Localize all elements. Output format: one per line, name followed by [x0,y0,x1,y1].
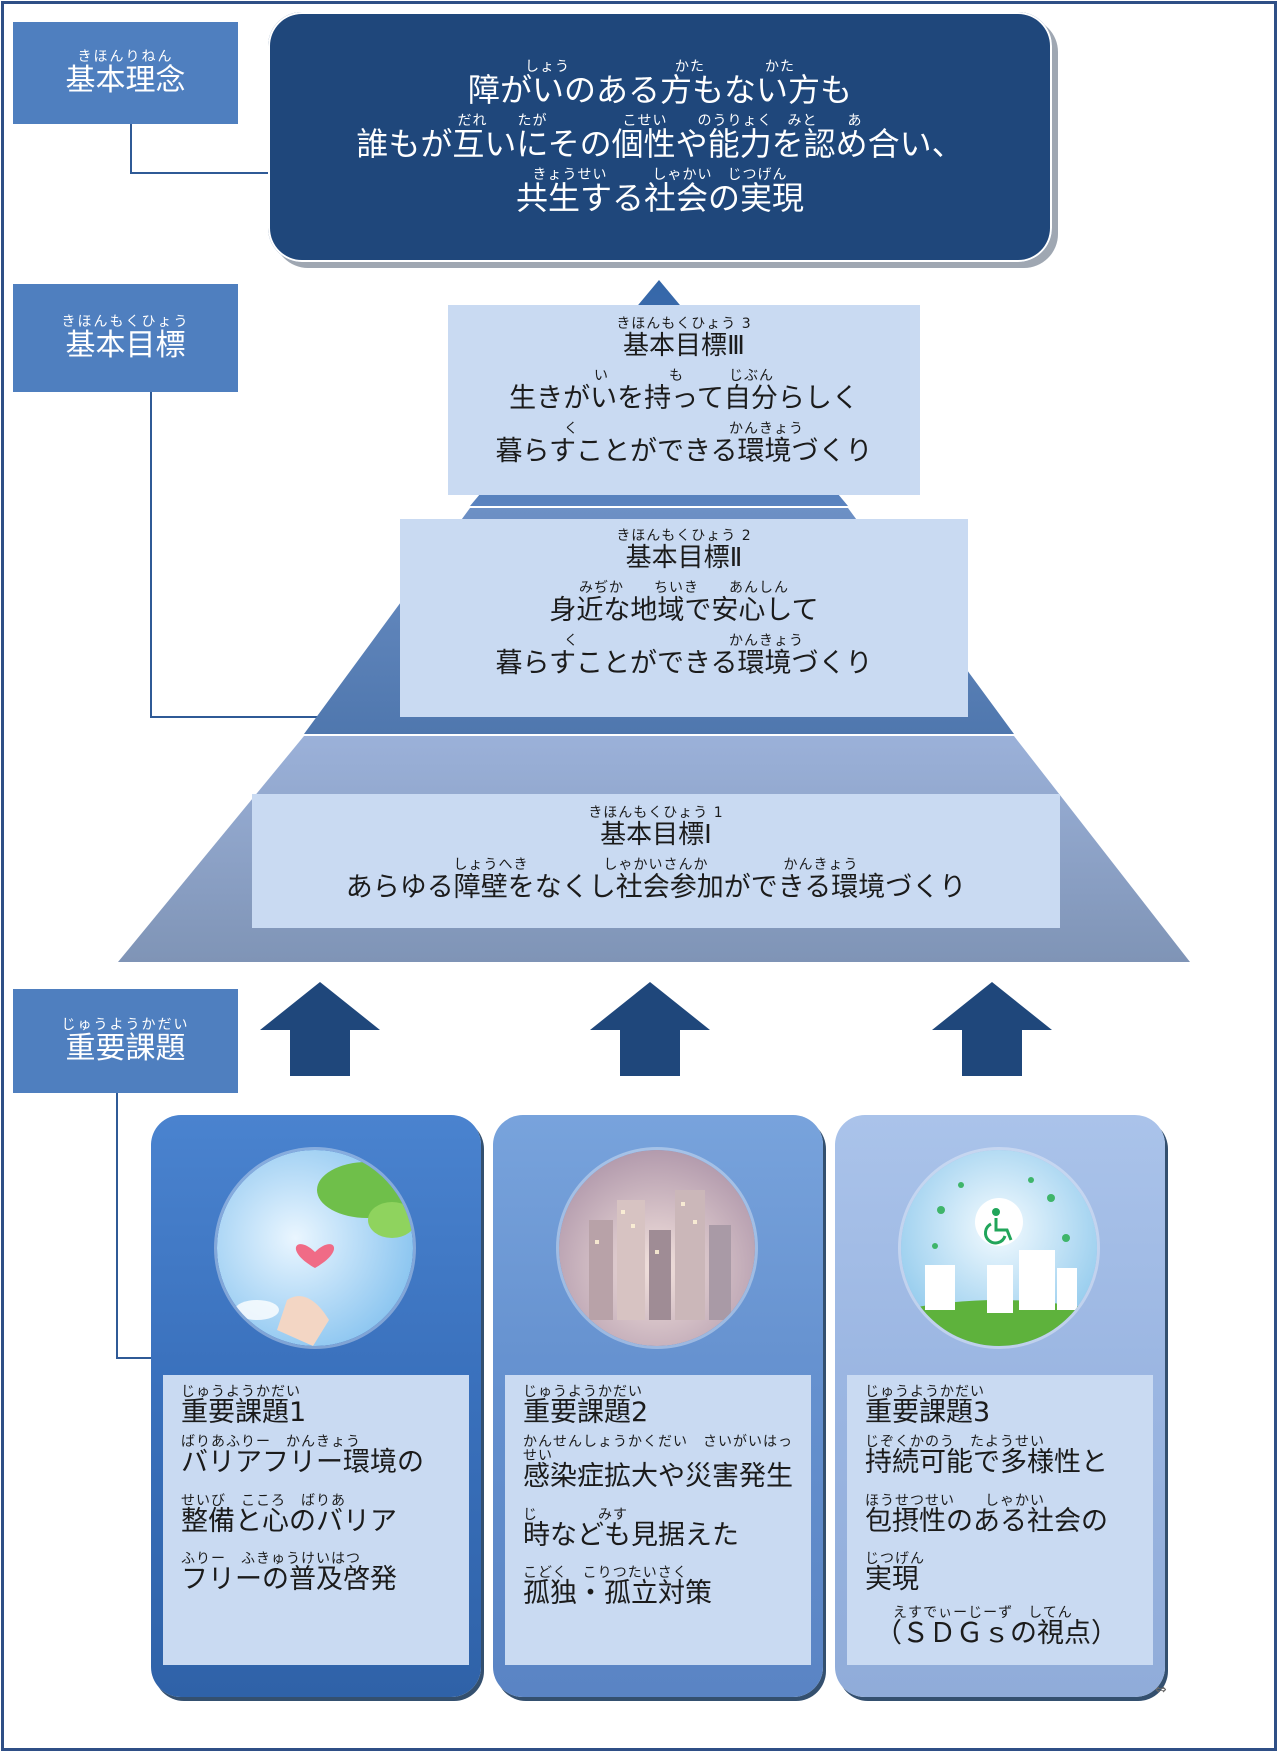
issue-card-1-text: じゅうようかだい 重要課題1 ばりあふりー かんきょう バリアフリー環境の せい… [163,1375,469,1665]
goal-3-ruby-2: く かんきょう [564,421,804,438]
vision-box: しょう かた かた 障がいのある方もない方も だれ たが こせい のうりょく み… [268,12,1052,262]
label-philosophy: きほんりねん 基本理念 [13,22,238,124]
goal-3-line-2: 暮らすことができる環境づくり [495,436,873,468]
goal-3-line-1: 生きがいを持って自分らしく [509,383,859,415]
issue-1-title: 重要課題1 [181,1397,307,1428]
label-issues: じゅうようかだい 重要課題 [13,989,238,1093]
label-issues-furigana: じゅうようかだい [61,1017,190,1033]
connector-goals [150,392,324,718]
label-philosophy-furigana: きほんりねん [77,49,174,65]
goal-2-ruby-2: く かんきょう [564,633,804,650]
issue-1-ruby-1: ばりあふりー かんきょう [181,1434,361,1451]
goal-2-furigana: きほんもくひょう 2 [616,528,752,544]
issue-2-ruby-3: こどく こりつたいさく [523,1565,688,1582]
issue-2-line-2: 時なども見据えた [523,1519,739,1551]
issue-1-line-3: フリーの普及啓発 [181,1564,397,1596]
up-arrow-2-icon [590,982,710,1076]
up-arrow-1-icon [260,982,380,1076]
issue-2-line-3: 孤独・孤立対策 [523,1578,712,1610]
label-goals-furigana: きほんもくひょう [61,314,190,330]
issue-3-ruby-1: じぞくかのう たようせい [865,1434,1045,1451]
issue-card-2-text: じゅうようかだい 重要課題2 かんせんしょうかくだい さいがいはっせい 感染症拡… [505,1375,811,1665]
goal-2-line-2: 暮らすことができる環境づくり [495,648,873,680]
issue-2-ruby-1: かんせんしょうかくだい さいがいはっせい [523,1434,793,1465]
issue-card-2: じゅうようかだい 重要課題2 かんせんしょうかくだい さいがいはっせい 感染症拡… [493,1115,823,1697]
issue-2-line-1: 感染症拡大や災害発生 [523,1461,793,1493]
label-goals: きほんもくひょう 基本目標 [13,284,238,392]
heart-hand-nature-icon [217,1150,413,1346]
label-issues-text: 重要課題 [65,1031,186,1066]
goal-2-ruby-1: みぢか ちいき あんしん [579,579,789,596]
up-arrow-3-icon [932,982,1052,1076]
vision-ruby-3: きょうせい しゃかい じつげん [532,167,788,183]
goal-2-box: きほんもくひょう 2 基本目標Ⅱ みぢか ちいき あんしん 身近な地域で安心して… [400,519,968,717]
issue-2-ruby-2: じ みす [523,1506,628,1523]
issue-3-line-4: （ＳＤＧｓの視点） [875,1618,1118,1650]
goal-2-title: 基本目標Ⅱ [625,543,743,574]
vision-ruby-2: だれ たが こせい のうりょく みと あ [457,113,863,129]
issue-3-ruby-3: じつげん [865,1551,925,1568]
goal-3-title: 基本目標Ⅲ [623,331,745,362]
goal-3-ruby-1: い も じぶん [594,367,774,384]
issue-1-line-1: バリアフリー環境の [181,1447,424,1479]
issue-2-furigana: じゅうようかだい [523,1384,643,1400]
goal-1-ruby-1: しょうへき しゃかいさんか かんきょう [453,856,859,873]
goal-3-furigana: きほんもくひょう 3 [616,316,752,332]
goal-2-line-1: 身近な地域で安心して [549,595,819,627]
issue-3-title: 重要課題3 [865,1397,991,1428]
issue-3-ruby-2: ほうせつせい しゃかい [865,1492,1045,1509]
issue-1-ruby-2: せいび こころ ばりあ [181,1492,346,1509]
issue-1-ruby-3: ふりー ふきゅうけいはつ [181,1551,361,1568]
issue-1-line-2: 整備と心のバリア [181,1505,397,1537]
vision-line-1: 障がいのある方もない方も [467,71,852,109]
vision-line-3: 共生する社会の実現 [515,179,804,217]
vision-line-2: 誰もが互いにその個性や能力を認め合い、 [356,125,964,163]
issue-card-3-text: じゅうようかだい 重要課題3 じぞくかのう たようせい 持続可能で多様性と ほう… [847,1375,1153,1665]
issue-1-furigana: じゅうようかだい [181,1384,301,1400]
issue-card-1: じゅうようかだい 重要課題1 ばりあふりー かんきょう バリアフリー環境の せい… [151,1115,481,1697]
connector-philosophy [130,124,272,174]
resize-handle-icon[interactable]: ⇔ [1155,1682,1167,1698]
label-goals-text: 基本目標 [65,328,186,363]
goal-1-title: 基本目標Ⅰ [600,820,712,851]
issue-3-line-3: 実現 [865,1564,919,1596]
vision-ruby-1: しょう かた かた [525,59,795,75]
goal-1-line-1: あらゆる障壁をなくし社会参加ができる環境づくり [345,872,967,904]
goal-1-box: きほんもくひょう 1 基本目標Ⅰ しょうへき しゃかいさんか かんきょう あらゆ… [252,794,1060,928]
issue-3-ruby-4: えすでぃーじーず してん [893,1605,1073,1622]
issue-3-line-2: 包摂性のある社会の [865,1505,1108,1537]
wheelchair-city-icon [901,1150,1097,1346]
goal-1-furigana: きほんもくひょう 1 [588,805,724,821]
issue-3-line-1: 持続可能で多様性と [865,1447,1108,1479]
issue-card-3: じゅうようかだい 重要課題3 じぞくかのう たようせい 持続可能で多様性と ほう… [835,1115,1165,1697]
goal-3-box: きほんもくひょう 3 基本目標Ⅲ い も じぶん 生きがいを持って自分らしく く… [448,305,920,495]
label-philosophy-text: 基本理念 [65,63,186,98]
issue-3-furigana: じゅうようかだい [865,1384,985,1400]
connector-issues [116,1093,156,1359]
issue-2-title: 重要課題2 [523,1397,649,1428]
city-lights-icon [559,1150,755,1346]
